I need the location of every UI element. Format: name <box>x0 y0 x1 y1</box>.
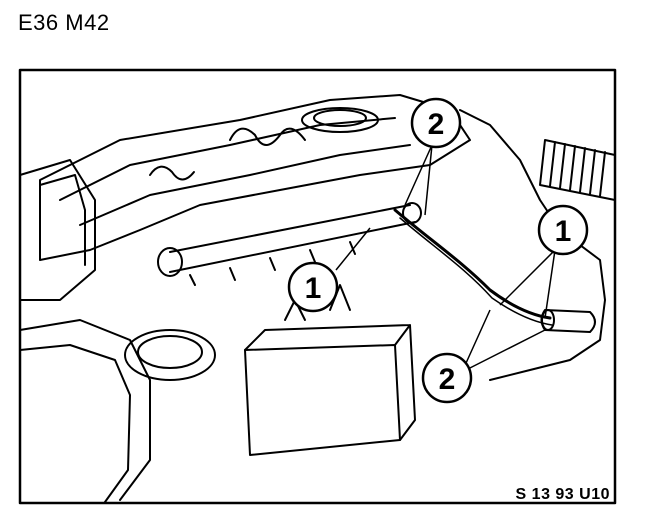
component-box <box>244 344 401 456</box>
callout-label: 1 <box>555 215 572 248</box>
leader-line <box>499 249 556 319</box>
callout-circle <box>537 204 589 256</box>
callout-label: 2 <box>439 363 456 396</box>
leader-line <box>461 309 546 373</box>
callout-label: 2 <box>428 108 445 141</box>
leader-line <box>404 144 433 216</box>
coolant-hose <box>19 319 151 501</box>
figure-frame <box>18 68 617 505</box>
callout-circle <box>421 352 473 404</box>
callout-circle <box>287 261 339 313</box>
strut-tower <box>19 159 96 301</box>
air-hose <box>539 139 616 201</box>
reference-code: S 13 93 U10 <box>515 486 610 503</box>
callout-circle <box>410 97 462 149</box>
callout-label: 1 <box>305 272 322 305</box>
leader-line <box>335 227 371 271</box>
oil-cap <box>301 107 379 133</box>
diagram-title: E36 M42 <box>18 10 110 35</box>
wiring-harness <box>393 208 552 320</box>
fuel-rail <box>169 204 416 273</box>
